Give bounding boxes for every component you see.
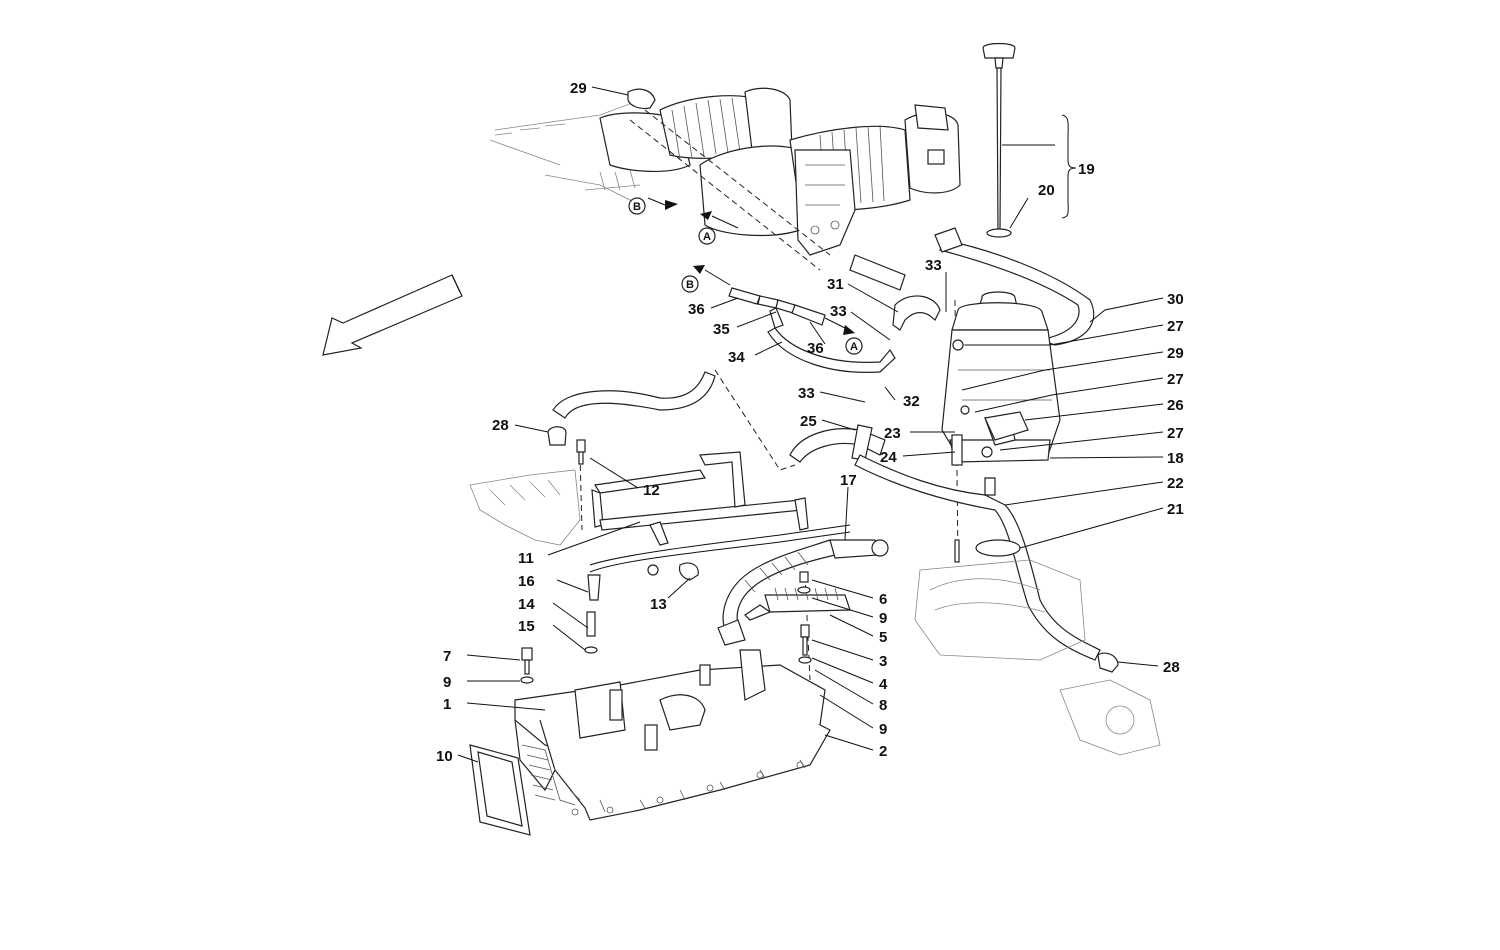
- breather-plug: [627, 88, 656, 110]
- callout-1[interactable]: 1: [443, 696, 451, 713]
- clamp-13: [647, 562, 699, 581]
- main-breather-hose: [789, 424, 1101, 661]
- callout-29[interactable]: 29: [1167, 345, 1184, 362]
- callout-31[interactable]: 31: [827, 276, 844, 293]
- callout-36[interactable]: 36: [688, 301, 705, 318]
- callout-6[interactable]: 6: [879, 591, 887, 608]
- guide-line: [629, 119, 821, 271]
- stud-14: [584, 611, 598, 654]
- callout-19[interactable]: 19: [1078, 161, 1095, 178]
- callout-30[interactable]: 30: [1167, 291, 1184, 308]
- callout-9[interactable]: 9: [443, 674, 451, 691]
- bolt-3: [798, 624, 812, 664]
- callout-5[interactable]: 5: [879, 629, 887, 646]
- small-tee-pipes: [728, 287, 896, 373]
- dipstick: [982, 42, 1016, 238]
- bolt-6: [797, 571, 811, 594]
- callout-29[interactable]: 29: [570, 80, 587, 97]
- braided-hose-17: [717, 539, 889, 646]
- callout-2[interactable]: 2: [879, 743, 887, 760]
- callout-11[interactable]: 11: [518, 550, 534, 567]
- callout-33[interactable]: 33: [798, 385, 815, 402]
- bolt-12: [576, 439, 586, 465]
- svg-text:A: A: [703, 231, 711, 243]
- marker-b-2: B: [681, 265, 731, 293]
- stud-bolt: [951, 434, 963, 563]
- mounting-bracket: [591, 451, 809, 546]
- callout-10[interactable]: 10: [436, 748, 453, 765]
- callout-26[interactable]: 26: [1167, 397, 1184, 414]
- callout-27[interactable]: 27: [1167, 318, 1184, 335]
- callout-14[interactable]: 14: [518, 596, 535, 613]
- marker-b-1: B: [628, 197, 678, 215]
- callout-25[interactable]: 25: [800, 413, 817, 430]
- callout-4[interactable]: 4: [879, 676, 888, 693]
- callout-28[interactable]: 28: [492, 417, 509, 434]
- clip-28-upper: [547, 426, 567, 446]
- callout-15[interactable]: 15: [518, 618, 535, 635]
- svg-text:B: B: [633, 201, 641, 213]
- callout-23[interactable]: 23: [884, 425, 901, 442]
- oil-line-16: [587, 524, 851, 601]
- clip-28-lower: [1097, 652, 1119, 673]
- guide-line: [644, 109, 831, 256]
- leader-lines: [457, 86, 1164, 763]
- bracket-19: [1061, 114, 1077, 219]
- gasket-10: [469, 744, 531, 836]
- callout-27[interactable]: 27: [1167, 425, 1184, 442]
- callout-20[interactable]: 20: [1038, 182, 1055, 199]
- engine-block-right: [914, 559, 1161, 756]
- callout-labels: 29 19 20 33 31 30 36 33 35 27 36 34 29 2…: [436, 80, 1184, 765]
- guide-line: [579, 454, 583, 531]
- callout-12[interactable]: 12: [643, 482, 660, 499]
- callout-34[interactable]: 34: [728, 349, 745, 366]
- marker-a-1: A: [698, 211, 739, 245]
- svg-text:B: B: [686, 279, 694, 291]
- callout-16[interactable]: 16: [518, 573, 535, 590]
- breather-pipe: [849, 227, 1095, 346]
- callout-33[interactable]: 33: [925, 257, 942, 274]
- callout-24[interactable]: 24: [880, 449, 897, 466]
- oil-sump: [514, 649, 831, 821]
- engine-block-left: [469, 469, 581, 546]
- marker-a-2: A: [824, 317, 863, 355]
- callout-27[interactable]: 27: [1167, 371, 1184, 388]
- direction-arrow-icon: [322, 274, 463, 356]
- callout-21[interactable]: 21: [1167, 501, 1184, 518]
- callout-28[interactable]: 28: [1163, 659, 1180, 676]
- callout-18[interactable]: 18: [1167, 450, 1184, 467]
- callout-36[interactable]: 36: [807, 340, 824, 357]
- svg-text:A: A: [850, 341, 858, 353]
- callout-32[interactable]: 32: [903, 393, 920, 410]
- callout-17[interactable]: 17: [840, 472, 857, 489]
- callout-8[interactable]: 8: [879, 697, 887, 714]
- callout-13[interactable]: 13: [650, 596, 667, 613]
- intake-manifold-assembly: [489, 87, 961, 256]
- oil-tank: [941, 291, 1061, 463]
- callout-7[interactable]: 7: [443, 648, 451, 665]
- callout-22[interactable]: 22: [1167, 475, 1184, 492]
- callout-35[interactable]: 35: [713, 321, 730, 338]
- callout-33[interactable]: 33: [830, 303, 847, 320]
- callout-9[interactable]: 9: [879, 721, 887, 738]
- comb-bracket: [744, 587, 851, 621]
- callout-3[interactable]: 3: [879, 653, 887, 670]
- bolt-7: [520, 647, 534, 684]
- hose-connector: [984, 411, 1029, 441]
- callout-9[interactable]: 9: [879, 610, 887, 627]
- upper-return-hose: [552, 371, 716, 419]
